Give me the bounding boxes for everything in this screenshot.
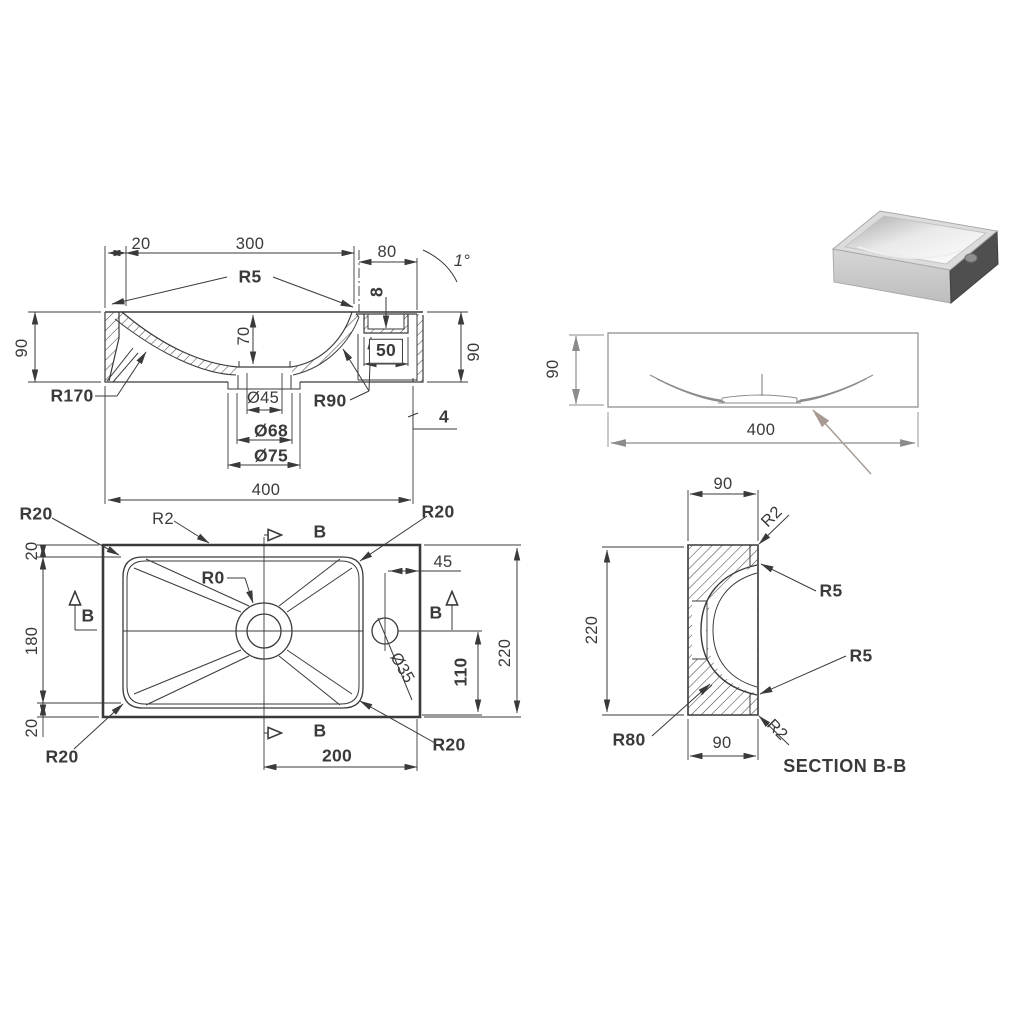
dim-300-bowl-width: 300 (235, 234, 265, 253)
dim-80-deck-width: 80 (377, 242, 397, 261)
radius-r20-bottom-right: R20 (432, 734, 466, 755)
section-b-right: B (429, 602, 443, 623)
radius-r0-bottom: R0 (201, 567, 225, 588)
radius-r5-upper: R5 (819, 580, 843, 601)
dim-70-bowl-depth: 70 (234, 326, 253, 346)
radius-r5-lower: R5 (849, 645, 873, 666)
section-bb-view (687, 544, 759, 716)
dim-400-width: 400 (746, 420, 776, 439)
dim-220-overall-depth: 220 (495, 638, 514, 668)
radius-r2-edge: R2 (152, 509, 174, 528)
dim-45-tap-offset: 45 (433, 552, 453, 571)
section-b-bottom: B (313, 720, 327, 741)
radius-r20-top-left: R20 (19, 503, 53, 524)
dim-90-height-right: 90 (464, 342, 483, 362)
dim-4-bottom-step: 4 (438, 406, 450, 427)
radius-r80-bowl: R80 (612, 729, 646, 750)
dim-220-height: 220 (582, 615, 601, 645)
dim-20-rim-offset: 20 (131, 234, 151, 253)
radius-r90-bowl: R90 (313, 390, 347, 411)
drain-pointer-leader (812, 409, 872, 475)
dim-180-inner: 180 (22, 626, 41, 656)
dia-45-drain: Ø45 (246, 388, 280, 407)
dim-200-drain-offset: 200 (321, 745, 353, 766)
dim-110-tap-height: 110 (450, 657, 471, 687)
render-tap-hole (964, 253, 978, 263)
dim-90-bottom: 90 (712, 733, 732, 752)
dim-20-top: 20 (22, 541, 41, 561)
dim-90-top: 90 (713, 474, 733, 493)
render-3d (831, 210, 999, 305)
radius-r5-rim: R5 (238, 266, 262, 287)
dia-68-drain: Ø68 (254, 420, 288, 441)
radius-r2-bottom: R2 (763, 715, 792, 744)
dia-35-tap-hole: Ø35 (386, 649, 419, 687)
section-b-left: B (81, 605, 95, 626)
dim-1deg-slope: 1° (453, 251, 471, 270)
radius-r2-top: R2 (757, 502, 786, 531)
cross-section-dims (28, 246, 468, 504)
radius-r170-bowl: R170 (50, 385, 94, 406)
dia-75-drain: Ø75 (254, 445, 288, 466)
section-b-top: B (313, 521, 327, 542)
section-bb-dims (602, 490, 847, 760)
dim-20-bottom: 20 (22, 718, 41, 738)
dim-90-height-left: 90 (12, 338, 31, 358)
dim-400-overall-width: 400 (251, 480, 281, 499)
dim-90-height: 90 (543, 359, 562, 379)
plan-dims (37, 515, 521, 771)
radius-r20-bottom-left: R20 (45, 746, 79, 767)
dim-50-slot-width: 50 (368, 338, 404, 364)
cross-section-view (104, 250, 424, 390)
plan-view (101, 537, 422, 733)
side-elevation-view (569, 332, 919, 447)
section-title: SECTION B-B (783, 756, 907, 776)
radius-r20-top-right: R20 (421, 501, 455, 522)
dim-8-slot-depth: 8 (366, 286, 387, 298)
